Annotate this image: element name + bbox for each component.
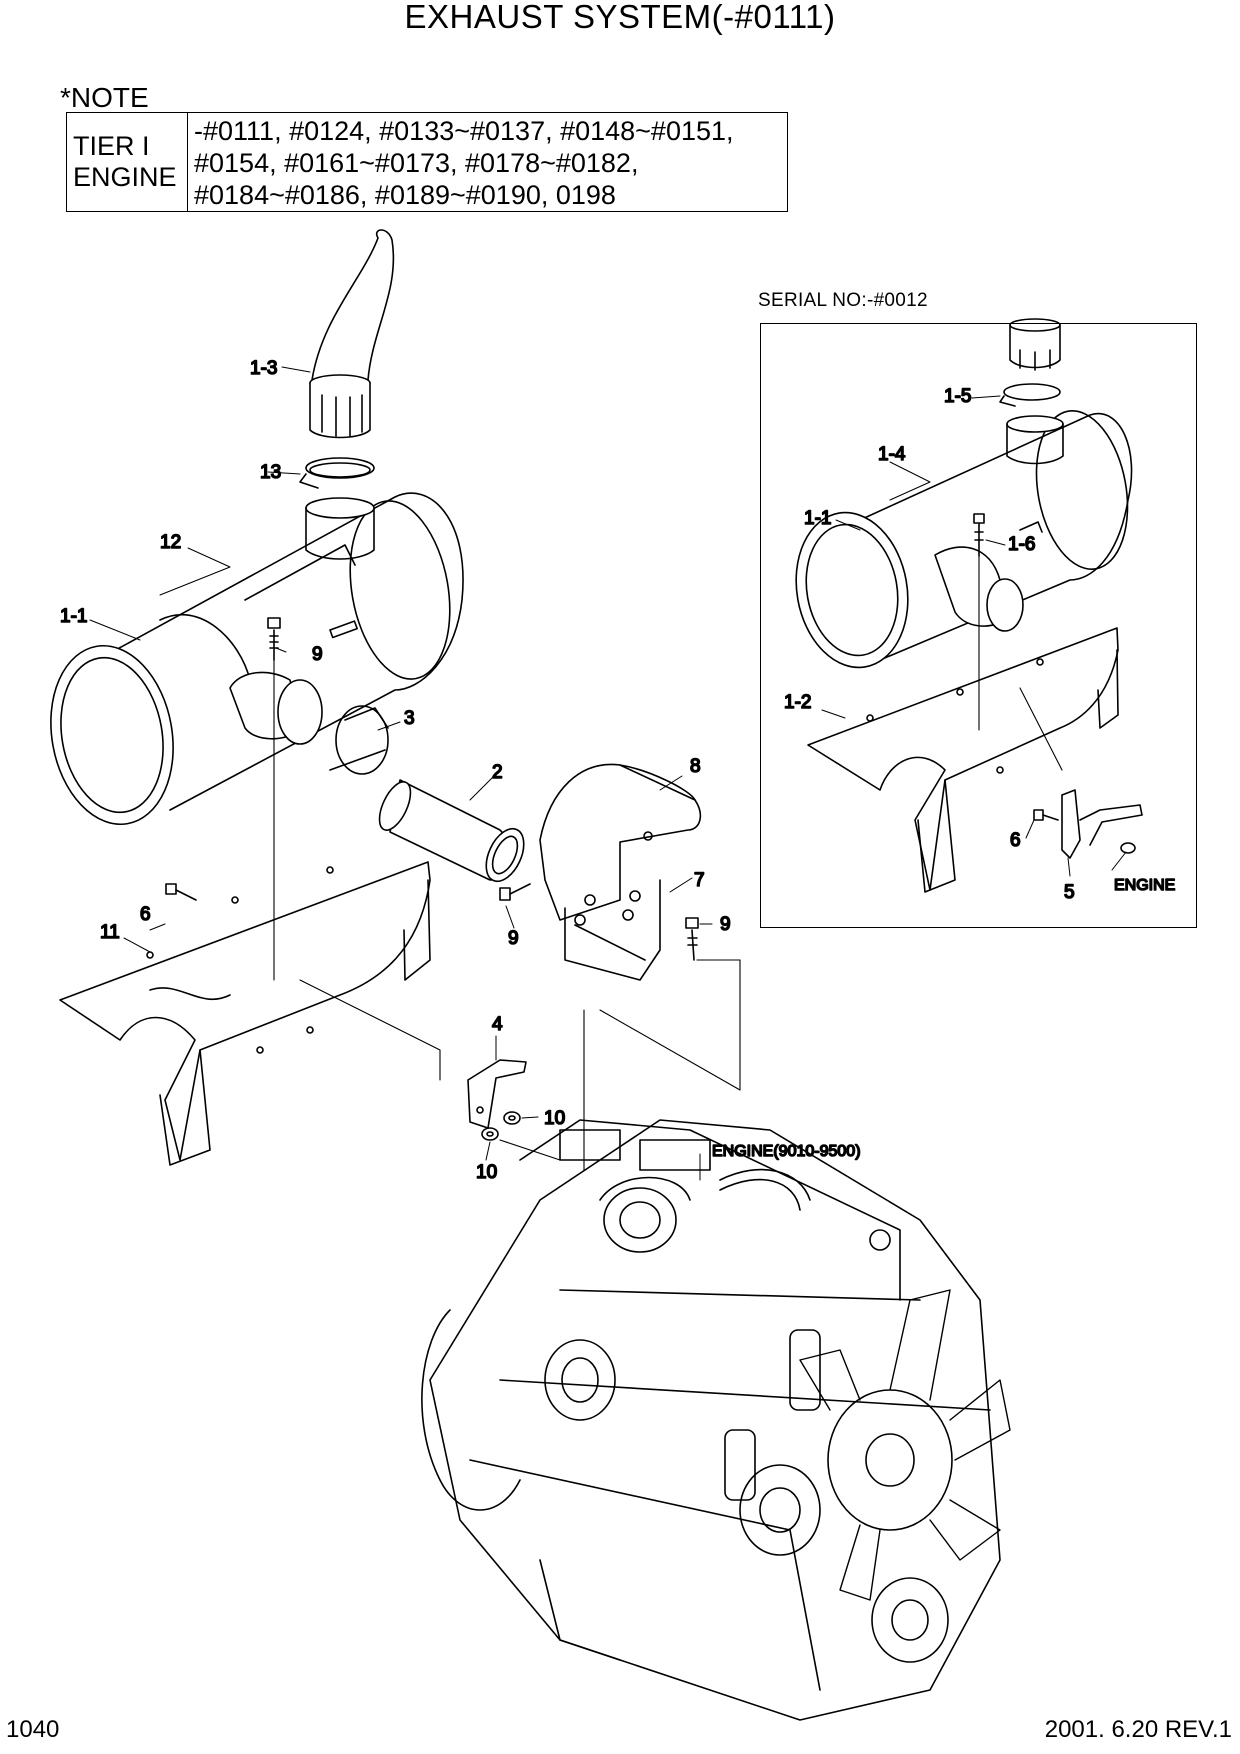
washer-10b	[481, 1127, 499, 1141]
bolt-9b	[499, 883, 531, 901]
inset-bolt-6	[1033, 809, 1059, 821]
note-engine-line: ENGINE	[73, 162, 177, 192]
clamp-13	[299, 457, 375, 489]
note-serial-cell: -#0111, #0124, #0133~#0137, #0148~#0151,…	[188, 113, 787, 211]
callout-1-1: 1-1	[60, 606, 87, 627]
inset-callout-1-4: 1-4	[878, 444, 906, 465]
inset-callout-5: 5	[1064, 882, 1075, 903]
inset-serial-label: SERIAL NO:-#0012	[758, 290, 928, 311]
note-engine-cell: TIER I ENGINE	[67, 113, 188, 211]
callout-7: 7	[694, 870, 705, 891]
inset-bolt-1-6	[973, 513, 985, 557]
inset-bracket-1-2	[807, 627, 1119, 893]
bolt-6	[165, 883, 197, 901]
callout-4: 4	[492, 1014, 503, 1035]
tail-pipe	[309, 229, 395, 439]
engine	[421, 1119, 1011, 1721]
callout-6: 6	[140, 904, 151, 925]
callout-9a: 9	[312, 644, 323, 665]
page-number: 1040	[6, 1716, 60, 1743]
inset-pipe	[1009, 318, 1061, 371]
callout-9b: 9	[508, 928, 519, 949]
washer-10a	[503, 1111, 521, 1125]
callout-9c: 9	[720, 914, 731, 935]
inset-frame	[760, 323, 1197, 928]
muffler-bracket	[59, 861, 431, 1166]
inset-callout-1-6: 1-6	[1008, 534, 1035, 555]
callout-3: 3	[404, 708, 415, 729]
clamp-3	[329, 705, 389, 775]
page-title: EXHAUST SYSTEM(-#0111)	[404, 0, 836, 35]
note-serial-line: #0154, #0161~#0173, #0178~#0182,	[194, 148, 639, 178]
inset-callout-1-5: 1-5	[944, 386, 971, 407]
bolt-9c	[685, 917, 699, 961]
note-table: TIER I ENGINE -#0111, #0124, #0133~#0137…	[66, 112, 788, 212]
note-engine-line: TIER I	[73, 131, 150, 161]
bracket-4	[467, 1059, 527, 1129]
inset-callout-6: 6	[1010, 830, 1021, 851]
inset-callout-1-1: 1-1	[804, 508, 831, 529]
callout-1-3: 1-3	[250, 358, 277, 379]
note-label: *NOTE	[60, 82, 149, 113]
engine-model-label: ENGINE(9010-9500)	[712, 1143, 861, 1160]
callout-8: 8	[690, 756, 701, 777]
inset-engine-label: ENGINE	[1114, 877, 1175, 894]
inset-clamp	[999, 383, 1061, 407]
callout-10a: 10	[544, 1108, 565, 1129]
callout-11: 11	[100, 922, 120, 943]
callout-leaders	[89, 366, 1127, 1181]
callout-2: 2	[492, 762, 503, 783]
inset-muffler	[795, 410, 1133, 669]
inset-washer	[1120, 842, 1136, 854]
inset-callout-1-2: 1-2	[784, 692, 811, 713]
inset-bracket-5	[1061, 789, 1143, 859]
callout-10b: 10	[476, 1162, 497, 1183]
muffler	[50, 492, 464, 826]
inset-assembly-lines	[978, 555, 1063, 771]
note-serial-line: -#0111, #0124, #0133~#0137, #0148~#0151,	[194, 116, 734, 146]
flex-pipe	[378, 779, 525, 883]
callout-13: 13	[260, 462, 281, 483]
note-serial-line: #0184~#0186, #0189~#0190, 0198	[194, 180, 616, 210]
revision-date: 2001. 6.20 REV.1	[1044, 1716, 1232, 1743]
callout-12: 12	[160, 532, 181, 553]
assembly-lines	[273, 659, 741, 1201]
heat-shield	[539, 763, 702, 981]
